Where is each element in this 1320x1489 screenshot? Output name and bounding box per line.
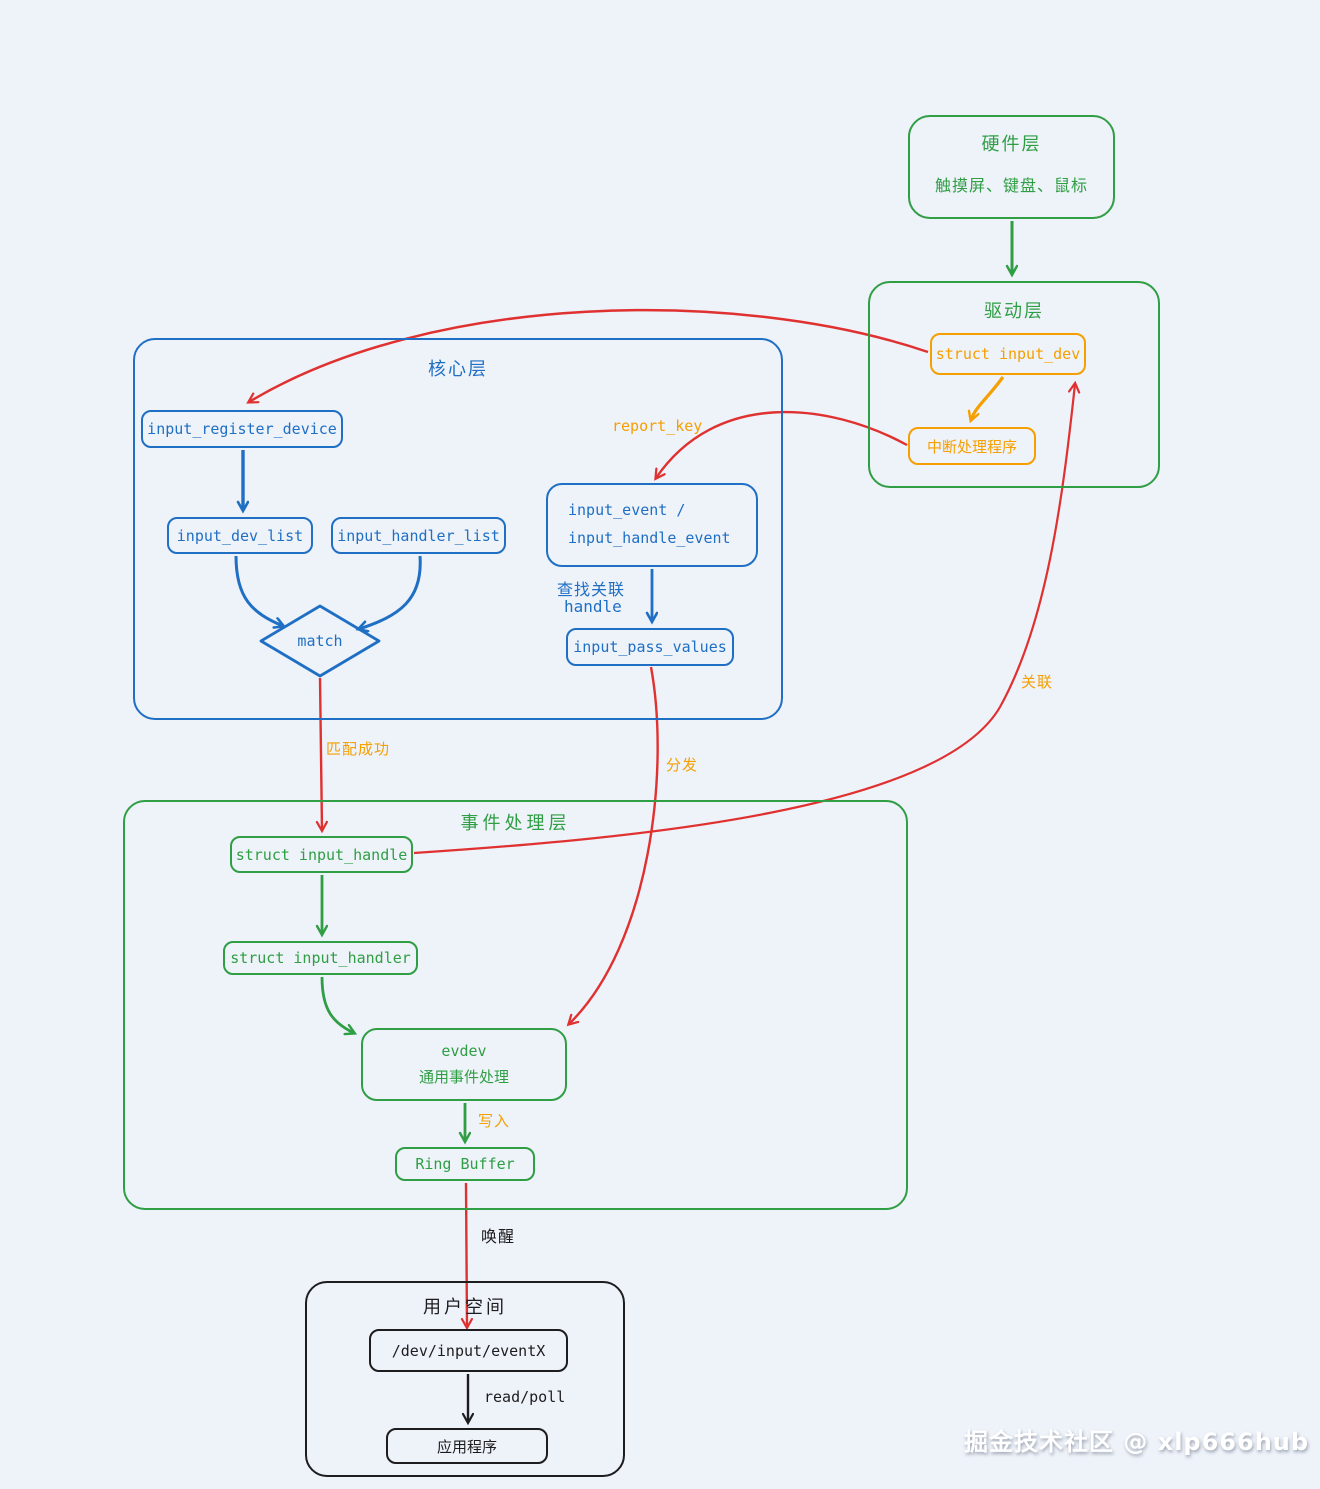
dispatch-edge-label: 分发 <box>666 756 699 774</box>
report-key-edge-label: report_key <box>612 417 703 435</box>
wakeup-edge-label: 唤醒 <box>481 1227 516 1246</box>
read-poll-edge-label: read/poll <box>484 1388 566 1406</box>
event-handling-layer-title: 事件处理层 <box>460 813 571 834</box>
driver-layer-box: 驱动层 <box>868 281 1160 488</box>
write-edge-label: 写入 <box>478 1112 511 1130</box>
core-layer-title: 核心层 <box>428 359 488 380</box>
application-node: 应用程序 <box>386 1428 548 1464</box>
dev-input-eventx-node: /dev/input/eventX <box>369 1329 568 1372</box>
user-space-title: 用户空间 <box>423 1297 507 1318</box>
evdev-line1: evdev <box>441 1042 487 1060</box>
event-handling-layer-box: 事件处理层 <box>123 800 908 1210</box>
input-dev-list-node: input_dev_list <box>167 517 313 554</box>
find-associated-label-line2: handle <box>564 597 622 616</box>
ring-buffer-node: Ring Buffer <box>395 1147 535 1181</box>
user-space-box: 用户空间 <box>305 1281 625 1477</box>
hardware-layer-box: 硬件层 触摸屏、键盘、鼠标 <box>908 115 1115 219</box>
find-associated-label-line1: 查找关联 <box>557 580 626 599</box>
match-diamond-label: match <box>297 632 343 650</box>
match-success-edge-label: 匹配成功 <box>326 740 391 758</box>
input-handler-list-node: input_handler_list <box>331 517 506 554</box>
input-pass-values-node: input_pass_values <box>566 628 734 666</box>
input-event-line2: input_handle_event <box>568 529 731 547</box>
input-register-device-node: input_register_device <box>141 410 343 448</box>
core-layer-box: 核心层 <box>133 338 783 720</box>
input-event-line1: input_event / <box>568 501 686 520</box>
struct-input-handler-node: struct input_handler <box>223 941 418 975</box>
hardware-devices-label: 触摸屏、键盘、鼠标 <box>934 176 1088 195</box>
hardware-layer-title: 硬件层 <box>981 134 1042 155</box>
struct-input-dev-node: struct input_dev <box>930 333 1086 375</box>
interrupt-handler-node: 中断处理程序 <box>908 427 1036 465</box>
associate-edge-label: 关联 <box>1021 673 1054 691</box>
evdev-line2: 通用事件处理 <box>418 1067 509 1086</box>
evdev-node: evdev 通用事件处理 <box>361 1028 567 1101</box>
watermark-text: 掘金技术社区 @ xlp666hub <box>964 1428 1310 1456</box>
input-event-node: input_event / input_handle_event <box>546 483 758 567</box>
struct-input-handle-node: struct input_handle <box>230 836 413 873</box>
driver-layer-title: 驱动层 <box>984 301 1044 322</box>
